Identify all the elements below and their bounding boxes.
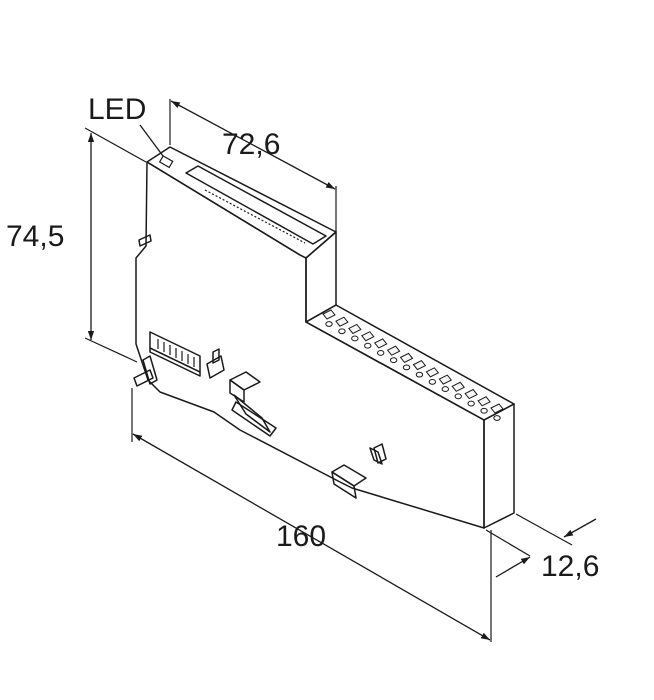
label-strip	[185, 165, 327, 245]
length-dimension-line	[132, 433, 491, 641]
led-window	[158, 155, 174, 169]
module-step-face	[305, 231, 337, 323]
width-label: 12,6	[541, 550, 599, 583]
height-extension-top	[84, 127, 147, 163]
terminal-slot	[322, 309, 336, 327]
release-lever	[142, 355, 158, 385]
latch-pin	[138, 234, 152, 247]
width-arrow-inner	[495, 556, 531, 578]
terminal-slot	[451, 381, 466, 400]
io-module-body	[133, 146, 515, 529]
bus-connector-pins	[157, 339, 195, 367]
width-extension-front	[485, 529, 531, 557]
module-end-face	[483, 403, 515, 529]
terminal-slot	[464, 388, 478, 407]
led-label: LED	[88, 93, 146, 126]
terminal-slot	[490, 403, 504, 421]
terminal-slot	[399, 352, 414, 371]
dimension-lines	[84, 99, 597, 642]
terminal-slot	[348, 323, 362, 342]
depth-label: 72,6	[222, 128, 280, 161]
height-label: 74,5	[6, 220, 64, 253]
terminal-slot	[373, 338, 388, 356]
width-arrow-outer	[563, 518, 597, 538]
terminal-slot	[412, 359, 427, 378]
terminal-slot	[360, 331, 375, 349]
depth-dimension-line	[170, 100, 336, 190]
terminal-row	[322, 309, 504, 421]
terminal-slot	[386, 345, 401, 364]
height-extension-bottom	[84, 337, 138, 363]
din-rail-foot	[229, 371, 261, 391]
terminal-slot	[335, 316, 349, 335]
dimension-labels: LED 72,6 74,5 160 12,6	[6, 93, 599, 583]
length-label: 160	[276, 520, 326, 553]
led-leader-line	[139, 124, 164, 157]
terminal-slot	[477, 396, 491, 414]
width-extension-back	[515, 513, 573, 546]
terminal-slot	[425, 367, 440, 385]
module-front-face	[135, 161, 485, 529]
locking-clip	[206, 355, 225, 379]
terminal-slot	[438, 374, 453, 392]
